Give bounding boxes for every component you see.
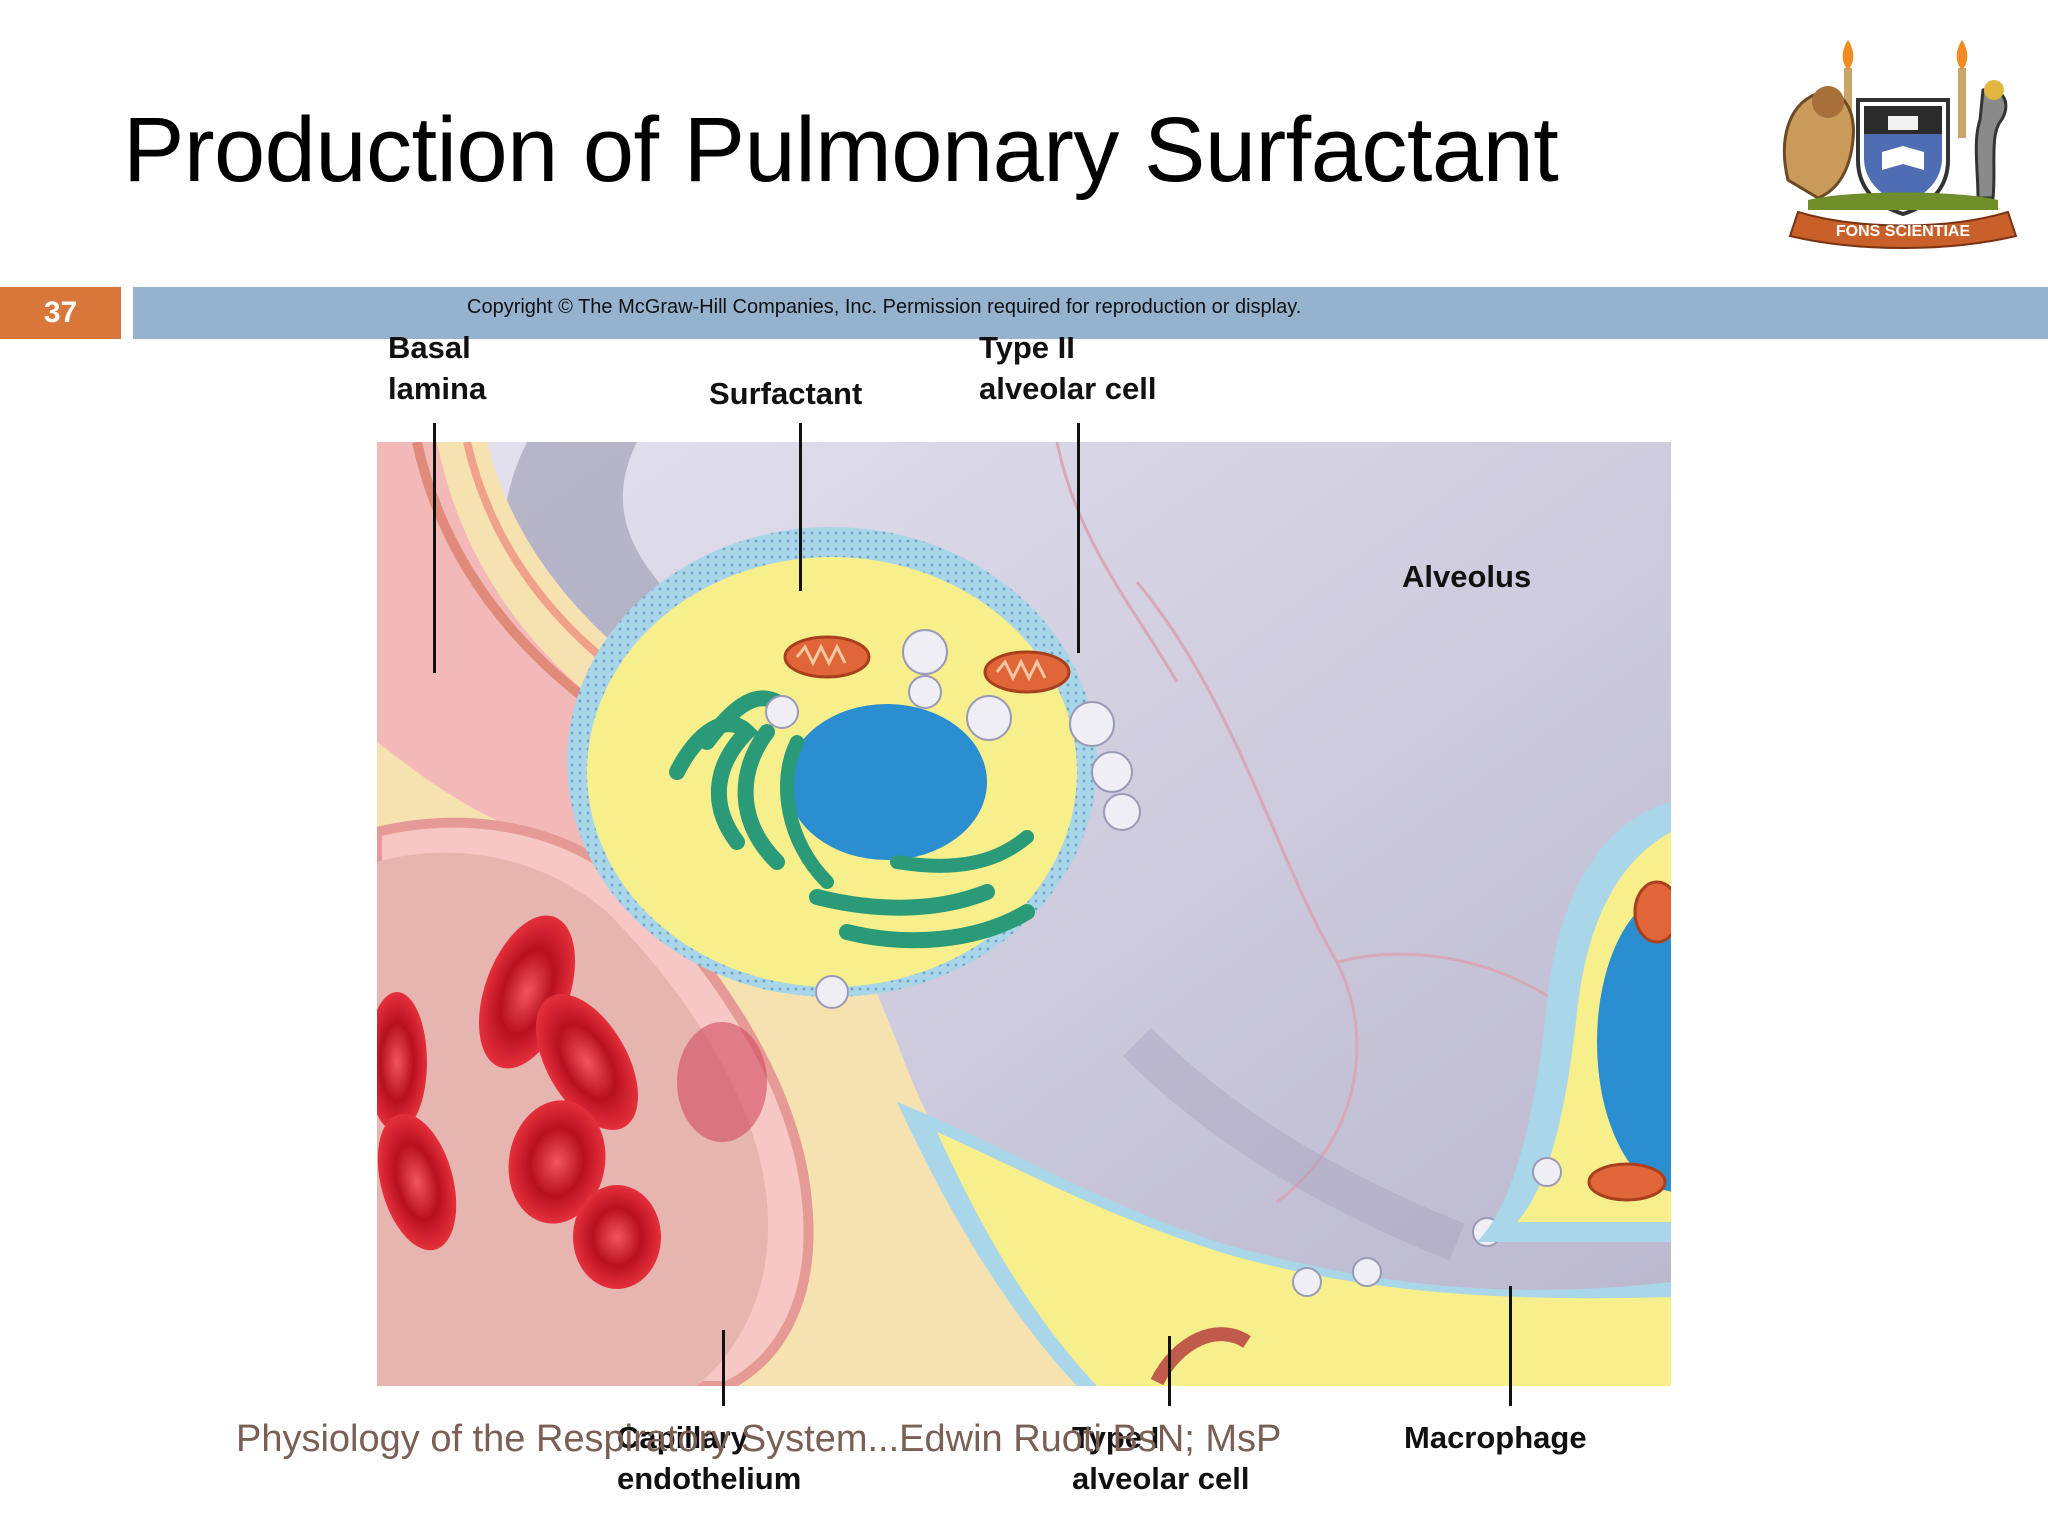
slide-title: Production of Pulmonary Surfactant bbox=[123, 99, 1559, 201]
type-i-cell-leader bbox=[1168, 1336, 1171, 1406]
label-basal-lamina-line2: lamina bbox=[388, 371, 487, 406]
label-type-ii-alveolar-cell: Type II alveolar cell bbox=[979, 327, 1157, 409]
alveolar-cell-illustration bbox=[377, 442, 1671, 1386]
type-ii-cell-leader bbox=[1077, 423, 1080, 653]
label-basal-lamina: Basal lamina bbox=[388, 327, 486, 409]
label-basal-lamina-line1: Basal bbox=[388, 330, 471, 365]
label-type-ii-line1: Type II bbox=[979, 330, 1075, 365]
capillary-endothelium-leader bbox=[722, 1330, 725, 1406]
copyright-notice: Copyright © The McGraw-Hill Companies, I… bbox=[467, 296, 1302, 318]
label-type-i-alveolar-cell: Type I alveolar cell bbox=[1072, 1417, 1250, 1499]
crest-motto: FONS SCIENTIAE bbox=[1836, 223, 1971, 240]
surfactant-leader bbox=[799, 423, 802, 591]
label-macrophage: Macrophage bbox=[1404, 1420, 1587, 1455]
header-bar bbox=[133, 287, 2048, 339]
macrophage-leader bbox=[1509, 1286, 1512, 1406]
label-capillary-line1: Capillary bbox=[617, 1420, 748, 1455]
label-alveolus: Alveolus bbox=[1402, 559, 1532, 594]
basal-lamina-leader bbox=[433, 423, 436, 673]
university-crest-logo: FONS SCIENTIAE bbox=[1768, 30, 2030, 250]
label-type-i-line2: alveolar cell bbox=[1072, 1461, 1250, 1496]
slide-footer: Physiology of the Respiratory System...E… bbox=[236, 1418, 1282, 1460]
label-type-ii-line2: alveolar cell bbox=[979, 371, 1157, 406]
label-surfactant: Surfactant bbox=[709, 376, 863, 411]
label-capillary-line2: endothelium bbox=[617, 1461, 802, 1496]
slide-number: 37 bbox=[0, 287, 121, 339]
label-type-i-line1: Type I bbox=[1072, 1420, 1160, 1455]
label-capillary-endothelium: Capillary endothelium bbox=[617, 1417, 801, 1499]
